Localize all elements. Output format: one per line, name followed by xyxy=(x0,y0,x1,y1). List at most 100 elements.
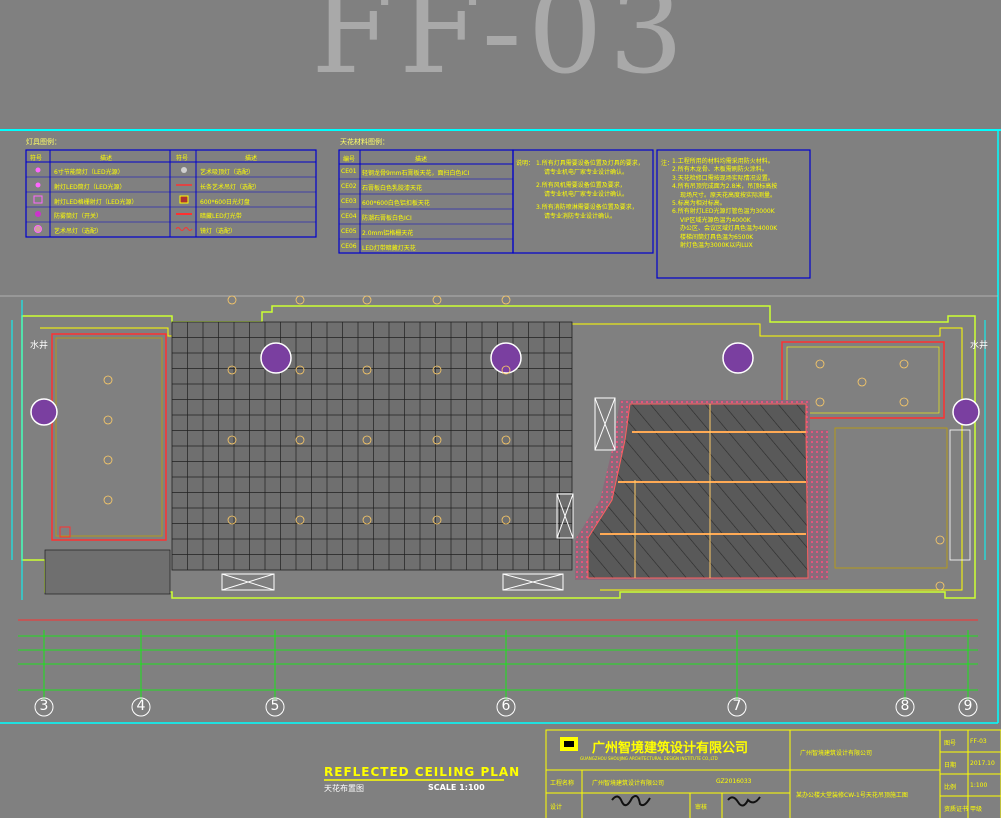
date-label: 日期 xyxy=(944,762,957,769)
scale-value: 1:100 xyxy=(970,782,988,789)
legend-ceiling-col-desc: 描述 xyxy=(415,156,428,163)
project-label: 工程名称 xyxy=(550,780,575,787)
downlight-fixture xyxy=(899,359,909,369)
legend-ceiling-desc: 2.0mm铝格栅天花 xyxy=(362,230,414,237)
notes-2-list: 1.工程所用的材料均需采用防火材料。 2.所有木龙骨、木板需刷防火涂料。 3.天… xyxy=(672,158,777,250)
downlight-fixture xyxy=(432,295,442,305)
grid-number: 8 xyxy=(900,698,910,714)
legend-light-row: 600*600日光灯盘 xyxy=(200,199,250,206)
legend-ceiling-heading: 天花材料图例： xyxy=(340,138,389,146)
downlight-fixture xyxy=(432,515,442,525)
downlight-fixture xyxy=(935,535,945,545)
note-line: 射灯色温为3000K以内LUX xyxy=(680,241,753,249)
legend-lights-heading: 灯具图例： xyxy=(26,138,61,146)
downlight-fixture xyxy=(432,435,442,445)
grid-bubbles xyxy=(34,697,978,717)
designer-label: 设计 xyxy=(550,804,563,811)
legend-lights-col-desc: 描述 xyxy=(100,155,113,162)
checker-label: 审核 xyxy=(695,804,708,811)
legend-lights-col-symbol-2: 符号 xyxy=(176,155,189,162)
cert-value: 甲级 xyxy=(970,806,983,813)
note-line: 请专业机电厂家专业设计确认。 xyxy=(544,191,629,198)
dimension-lines xyxy=(18,630,978,700)
note-line: 办公区、会议区域灯具色温为4000K xyxy=(680,225,778,233)
scale-label: 比例 xyxy=(944,784,957,791)
grid-number: 3 xyxy=(39,698,49,714)
note-line: 6.所有射灯LED光源灯管色温为3000K xyxy=(672,208,775,216)
note-line: 请专业消防专业设计确认。 xyxy=(544,213,617,220)
notes-1-label: 说明： xyxy=(516,160,535,167)
downlights xyxy=(103,295,945,591)
grid-number: 7 xyxy=(732,698,742,714)
left-room xyxy=(51,333,167,541)
note-line: 5.标高为相对标高。 xyxy=(672,199,726,207)
notes-1-list: 1.所有灯具需要设备位置及灯具的要求， 请专业机电厂家专业设计确认。 2.所有风… xyxy=(536,158,644,220)
project-name: 某办公楼大堂装修CW-1号天花吊顶施工图 xyxy=(796,792,908,799)
lower-left-tiles xyxy=(44,549,171,595)
note-line: 2.所有木龙骨、木板需刷防火涂料。 xyxy=(672,166,768,174)
downlight-fixture xyxy=(935,581,945,591)
project-name-short: 广州智境建筑设计有限公司 xyxy=(592,780,665,787)
note-line: 3.天花检修口需按现场实际情况设置。 xyxy=(672,174,774,182)
downlight-fixture xyxy=(432,365,442,375)
note-line: 4.所有吊顶完成面为2.8米，吊顶标高按 xyxy=(672,183,778,191)
legend-light-row: 镜灯（选配） xyxy=(200,228,237,235)
hatched-ceiling-bands xyxy=(600,431,806,535)
notes-box-1 xyxy=(512,149,654,254)
downlight-fixture xyxy=(362,435,372,445)
right-lower-room xyxy=(834,427,948,569)
drawing-subtitle: 天花布置图 xyxy=(324,784,364,793)
sheet-label: 图号 xyxy=(944,740,957,747)
legend-light-row: 艺术吊灯（选配） xyxy=(54,228,103,235)
downlight-fixture xyxy=(899,397,909,407)
legend-ceiling-code: CE03 xyxy=(341,198,357,205)
grid-number: 4 xyxy=(136,698,146,714)
pendant-lights xyxy=(30,342,980,426)
downlight-fixture xyxy=(501,515,511,525)
legend-ceiling-code: CE02 xyxy=(341,183,357,190)
downlight-fixture xyxy=(362,365,372,375)
legend-ceiling-code: CE06 xyxy=(341,243,357,250)
company-name: 广州智境建筑设计有限公司 xyxy=(592,741,749,756)
drawing-scale: SCALE 1:100 xyxy=(428,783,485,792)
downlight-fixture xyxy=(362,515,372,525)
company-name-en: GUANGZHOU SHOUJING ARCHITECTURAL DESIGN … xyxy=(580,756,718,761)
legend-light-row: 艺术吸顶灯（选配） xyxy=(200,169,255,176)
downlight-fixture xyxy=(227,295,237,305)
notes-2-label: 注： xyxy=(661,160,674,167)
downlight-fixture xyxy=(501,435,511,445)
downlight-fixture xyxy=(227,365,237,375)
legend-ceiling-desc: 600*600白色铝扣板天花 xyxy=(362,200,430,207)
drawing-number: FF-03 xyxy=(311,0,690,100)
legend-light-row: 射灯LED筒灯（LED光源） xyxy=(54,184,126,191)
note-line: 现场尺寸。原天花高度按实际测量。 xyxy=(680,191,777,199)
downlight-fixture xyxy=(227,435,237,445)
shaft-label-left: 水井 xyxy=(30,341,49,351)
downlight-fixture xyxy=(295,515,305,525)
grid-number: 9 xyxy=(963,698,973,714)
downlight-fixture xyxy=(103,415,113,425)
downlight-fixture xyxy=(295,365,305,375)
legend-lights-col-desc-2: 描述 xyxy=(245,155,258,162)
downlight-fixture xyxy=(227,515,237,525)
cert-label: 资质证书 xyxy=(944,806,969,813)
hatched-ceiling-verticals xyxy=(634,404,711,578)
note-line: VIP区域光源色温为4000K xyxy=(680,216,751,224)
grid-number: 5 xyxy=(270,698,280,714)
legend-light-row: 6寸节能筒灯（LED光源） xyxy=(54,169,124,176)
legend-ceiling-code: CE01 xyxy=(341,168,357,175)
note-line: 2.所有风机需要设备位置及要求， xyxy=(536,182,626,189)
downlight-fixture xyxy=(857,377,867,387)
notes-box-2 xyxy=(656,149,811,279)
legend-ceiling-desc: 防潮石膏板白色ICI xyxy=(362,215,412,222)
sheet-value: FF-03 xyxy=(970,738,987,745)
downlight-symbol xyxy=(35,167,41,173)
note-line: 楼梯间筒灯具色温为6500K xyxy=(680,233,754,241)
downlight-fixture xyxy=(103,455,113,465)
legend-lights-table xyxy=(25,149,317,238)
legend-ceiling-desc: 石膏板白色乳胶漆天花 xyxy=(362,185,423,192)
legend-light-row: 暗藏LED灯光带 xyxy=(200,213,242,220)
downlight-fixture xyxy=(103,375,113,385)
access-hatches xyxy=(221,397,616,591)
downlight-fixture xyxy=(501,365,511,375)
